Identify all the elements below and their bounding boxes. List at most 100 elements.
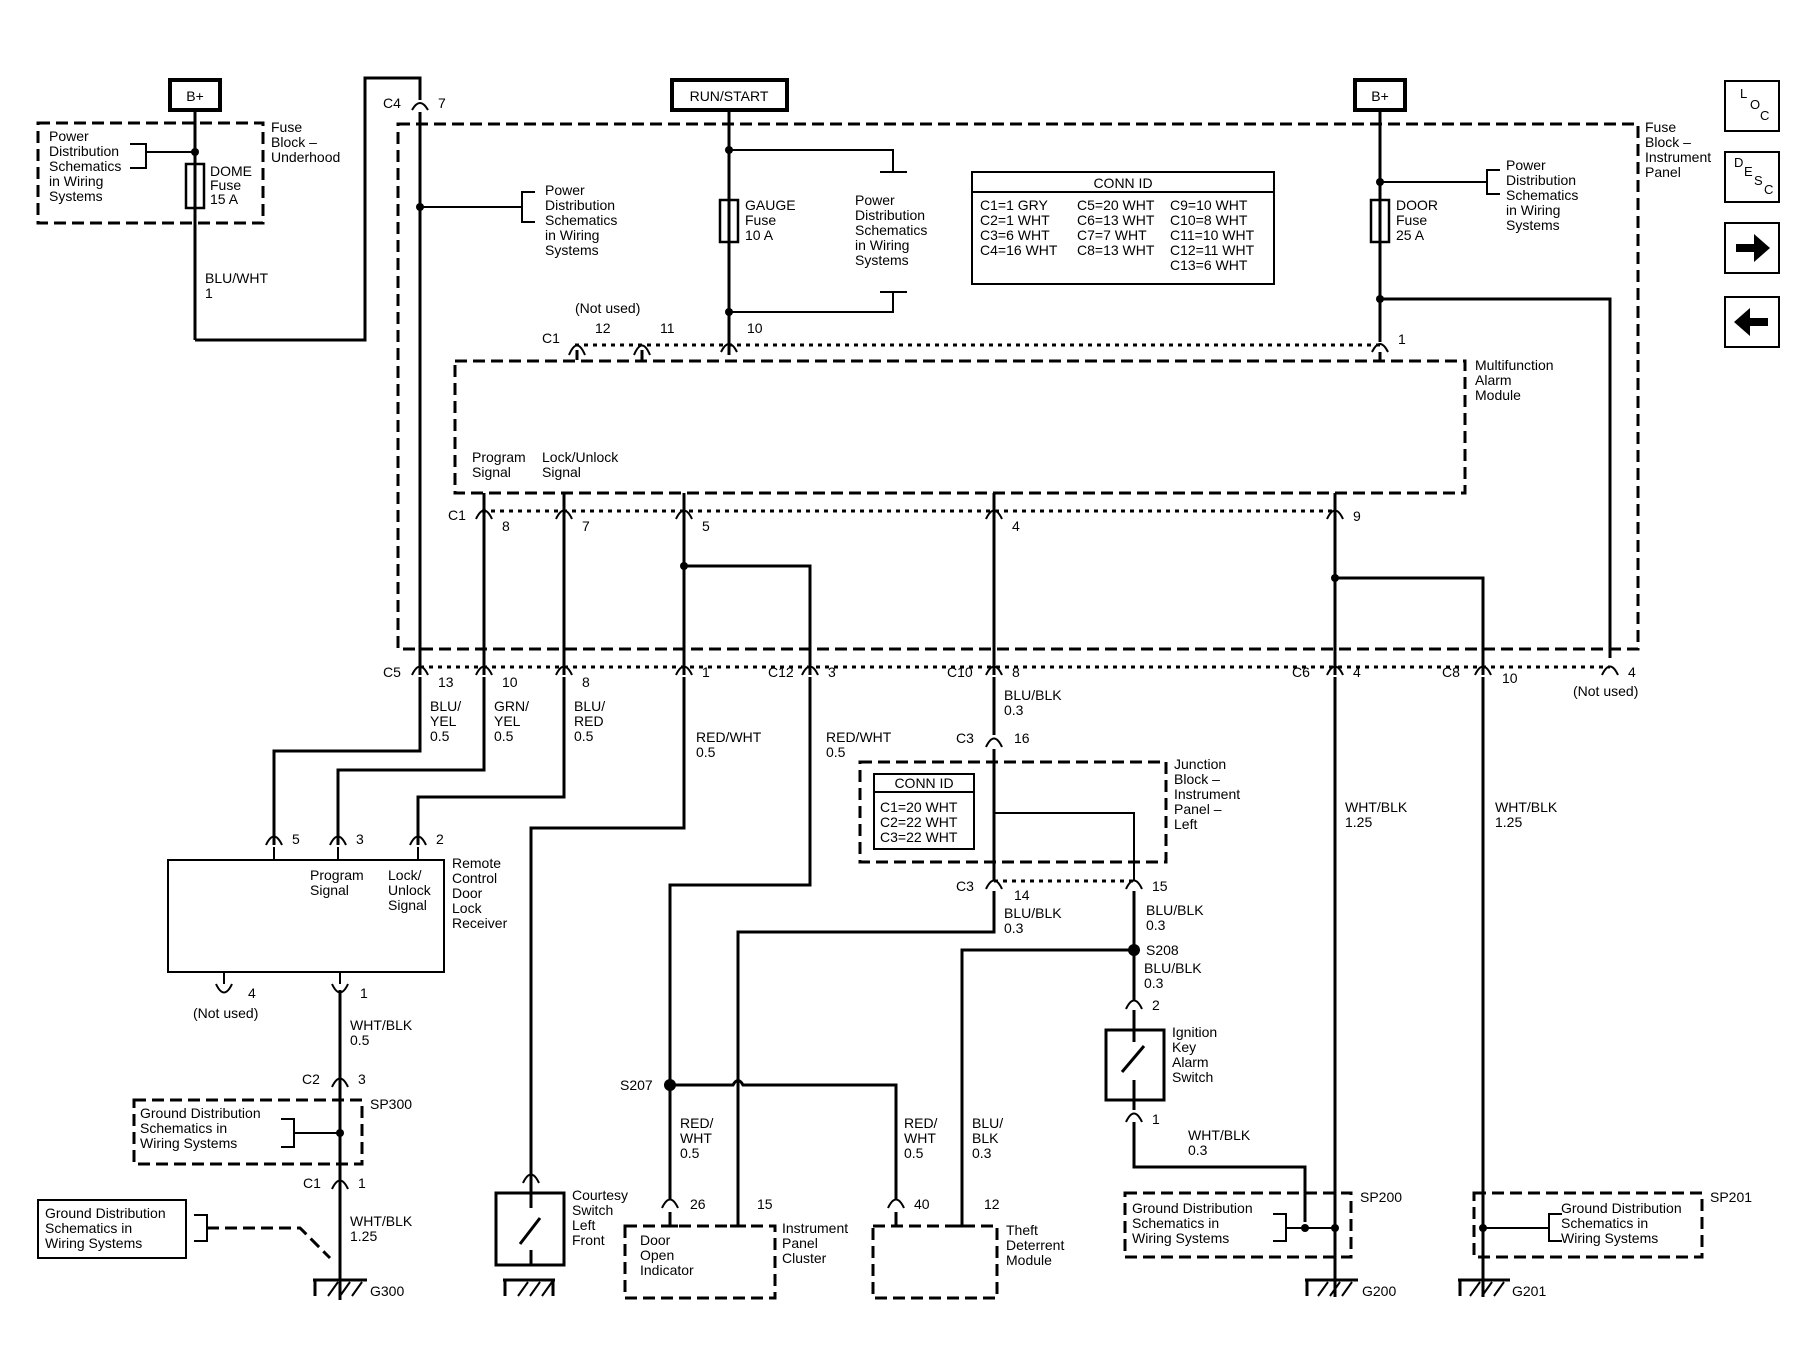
- text: Remote: [452, 855, 501, 871]
- text: G200: [1362, 1283, 1396, 1299]
- text: BLU/BLK: [1004, 905, 1062, 921]
- desc-button[interactable]: D E S C: [1724, 151, 1780, 203]
- text: (Not used): [1573, 683, 1638, 699]
- conn-id-jb-table: CONN ID C1=20 WHT C2=22 WHT C3=22 WHT: [873, 773, 975, 850]
- text: 0.5: [350, 1032, 370, 1048]
- text: BLK: [972, 1130, 999, 1146]
- text: 0.5: [904, 1145, 924, 1161]
- ground-icon-g300: [313, 1278, 367, 1297]
- theft-deterrent-module: [871, 1224, 999, 1300]
- text: 15: [757, 1196, 773, 1212]
- conn-id-table: CONN ID C1=1 GRY C5=20 WHT C9=10 WHT C2=…: [971, 171, 1275, 285]
- prev-page-button[interactable]: [1724, 296, 1780, 348]
- text: 10 A: [745, 227, 774, 243]
- text: Schematics in: [45, 1220, 132, 1236]
- text: 5: [702, 518, 710, 534]
- text: 0.3: [1146, 917, 1166, 933]
- rcdlr-label: Remote Control Door Lock Receiver: [452, 855, 508, 931]
- text: 3: [358, 1071, 366, 1087]
- text: 8: [582, 674, 590, 690]
- ground-icon-g201: [1458, 1278, 1510, 1297]
- text: CONN ID: [894, 775, 953, 791]
- text: Cluster: [782, 1250, 827, 1266]
- text: 8: [1012, 664, 1020, 680]
- text: Instrument: [1645, 149, 1711, 165]
- text: Block –: [1174, 771, 1220, 787]
- text: C5=20 WHT: [1077, 197, 1155, 213]
- text: 0.5: [494, 728, 514, 744]
- text: Door: [640, 1232, 671, 1248]
- text: WHT/BLK: [350, 1017, 413, 1033]
- text: 1: [358, 1175, 366, 1191]
- ground-icon-courtesy: [503, 1278, 555, 1297]
- text: 2: [436, 831, 444, 847]
- text: Distribution: [545, 197, 615, 213]
- text: C12: [768, 664, 794, 680]
- loc-button[interactable]: L O C: [1724, 80, 1780, 132]
- text: Switch: [572, 1202, 613, 1218]
- text: Power: [545, 182, 585, 198]
- text: C1=20 WHT: [880, 799, 958, 815]
- text: C4: [383, 95, 401, 111]
- text: WHT/BLK: [1495, 799, 1558, 815]
- text: Ground Distribution: [1132, 1200, 1253, 1216]
- text: Courtesy: [572, 1187, 628, 1203]
- text: Schematics in: [1132, 1215, 1219, 1231]
- text: 5: [292, 831, 300, 847]
- text: Indicator: [640, 1262, 694, 1278]
- text: 0.5: [574, 728, 594, 744]
- text: 1.25: [1495, 814, 1522, 830]
- text: BLU/BLK: [1004, 687, 1062, 703]
- text: C3=22 WHT: [880, 829, 958, 845]
- text: Ground Distribution: [45, 1205, 166, 1221]
- text: 0.5: [430, 728, 450, 744]
- arrow-left-icon: [1734, 308, 1768, 336]
- text: C6=13 WHT: [1077, 212, 1155, 228]
- text: BLU/BLK: [1146, 902, 1204, 918]
- text: Program: [310, 867, 364, 883]
- text: Fuse: [1396, 212, 1427, 228]
- text: 1: [1398, 331, 1406, 347]
- text: Wiring Systems: [140, 1135, 237, 1151]
- text: C2: [302, 1071, 320, 1087]
- arrow-right-icon: [1736, 234, 1770, 262]
- text: in Wiring: [49, 173, 103, 189]
- text: C1: [542, 330, 560, 346]
- power-dist-ref-door: Power Distribution Schematics in Wiring …: [1506, 157, 1578, 233]
- text: 12: [984, 1196, 1000, 1212]
- text: 0.3: [972, 1145, 992, 1161]
- text: Front: [572, 1232, 605, 1248]
- text: Fuse: [745, 212, 776, 228]
- text: (Not used): [575, 300, 640, 316]
- text: DOOR: [1396, 197, 1438, 213]
- text: BLU/: [574, 698, 605, 714]
- text: WHT: [904, 1130, 936, 1146]
- power-dist-ref-c4: Power Distribution Schematics in Wiring …: [545, 182, 617, 258]
- bplus-left-source: B+: [168, 78, 222, 112]
- text: Power: [1506, 157, 1546, 173]
- loc-letter: L: [1740, 86, 1748, 101]
- text: 16: [1014, 730, 1030, 746]
- text: 0.3: [1004, 702, 1024, 718]
- text: Open: [640, 1247, 674, 1263]
- next-page-button[interactable]: [1724, 222, 1780, 274]
- text: 0.3: [1144, 975, 1164, 991]
- text: 40: [914, 1196, 930, 1212]
- text: WHT/BLK: [1188, 1127, 1251, 1143]
- text: Wiring Systems: [45, 1235, 142, 1251]
- text: SP300: [370, 1096, 412, 1112]
- text: (Not used): [193, 1005, 258, 1021]
- text: Fuse: [271, 119, 302, 135]
- text: C11=10 WHT: [1170, 227, 1255, 243]
- text: Key: [1172, 1039, 1196, 1055]
- text: C3=6 WHT: [980, 227, 1050, 243]
- text: 10: [1502, 670, 1518, 686]
- text: Schematics: [855, 222, 927, 238]
- text: 0.3: [1004, 920, 1024, 936]
- ignition-key-alarm-label: Ignition Key Alarm Switch: [1172, 1024, 1217, 1085]
- text: 4: [1012, 518, 1020, 534]
- loc-letter: O: [1750, 97, 1761, 112]
- text: Theft: [1006, 1222, 1038, 1238]
- text: G201: [1512, 1283, 1546, 1299]
- desc-letter: D: [1734, 155, 1744, 170]
